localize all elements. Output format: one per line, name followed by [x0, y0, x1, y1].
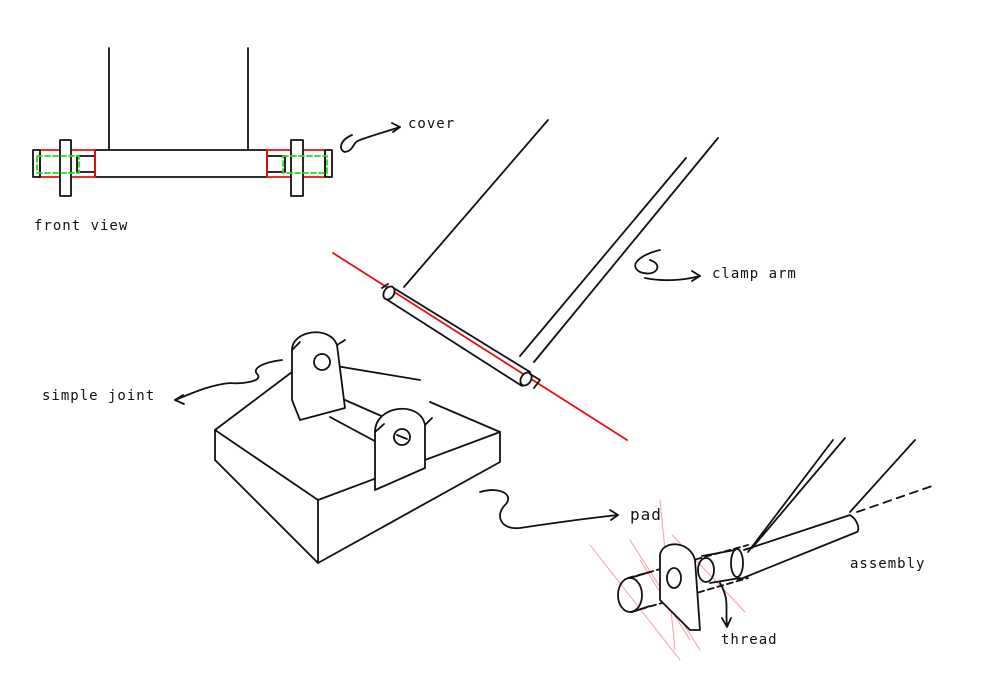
clamp-arm-label: clamp arm: [712, 266, 797, 282]
simple-joint-arrow: [174, 359, 283, 405]
clamp-arm-arrow: [634, 249, 701, 282]
thread-label: thread: [721, 632, 778, 648]
cover-label: cover: [408, 116, 456, 132]
assembly-drawing: [589, 437, 936, 661]
front-view-drawing: [32, 47, 333, 197]
pad-label: pad: [630, 505, 662, 524]
clamp-arm-drawing: [332, 119, 719, 441]
assembly-label: assembly: [850, 556, 926, 572]
simple-joint-drawing: [214, 331, 501, 564]
cover-arrow: [340, 122, 401, 153]
simple-joint-label: simple joint: [42, 388, 156, 404]
front-view-label: front view: [34, 218, 129, 234]
pad-arrow: [479, 489, 619, 529]
